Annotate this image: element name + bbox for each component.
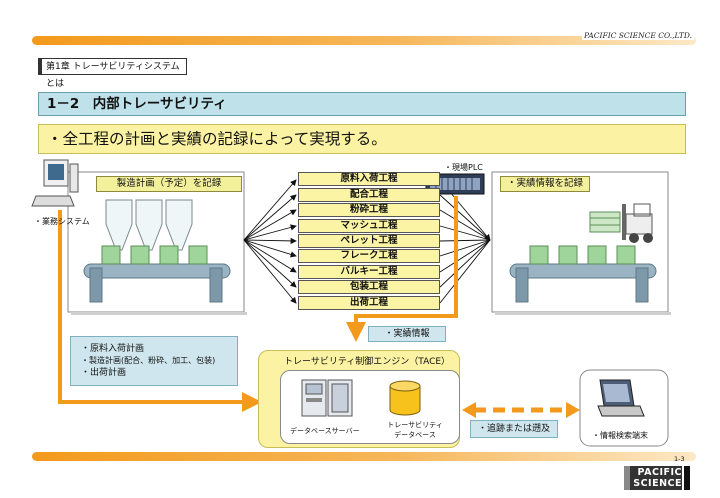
plan-item: ・出荷計画 [81, 368, 127, 378]
database-server-icon [301, 379, 353, 417]
conveyor-right [509, 245, 657, 303]
fan-arrows-right [439, 179, 491, 304]
slide-title: 1－2 内部トレーサビリティ [38, 92, 686, 116]
terminal-label: ・情報検索端末 [592, 431, 648, 440]
footer-bar [32, 452, 696, 461]
computer-icon [31, 159, 79, 207]
server-label: データベースサーバー [290, 427, 360, 435]
laptop-icon [597, 379, 645, 417]
trace-arrow [462, 402, 580, 418]
process-item: ペレット工程 [298, 234, 440, 248]
company-logo: PACIFIC SCIENCE [624, 466, 690, 490]
plc-label: ・現場PLC [444, 163, 483, 172]
process-item: 配合工程 [298, 188, 440, 202]
plan-item: ・原料入荷計画 [81, 344, 145, 354]
right-panel-label: ・実績情報を記録 [500, 176, 590, 192]
plan-item: ・製造計画(配合、粉砕、加工、包装) [81, 356, 216, 365]
process-item: 粉砕工程 [298, 203, 440, 217]
database-label: トレーサビリティ データベース [384, 420, 446, 440]
plans-box: ・原料入荷計画 ・製造計画(配合、粉砕、加工、包装) ・出荷計画 [70, 336, 238, 386]
process-item: 包装工程 [298, 280, 440, 294]
page-number: 1-3 [674, 455, 685, 463]
slide-subtitle: ・全工程の計画と実績の記録によって実現する。 [38, 124, 686, 154]
process-item: 出荷工程 [298, 296, 440, 310]
hopper-icons [105, 199, 193, 251]
chapter-label: 第1章 トレーサビリティシステムとは [38, 58, 187, 89]
header-bar [32, 36, 696, 45]
tace-icons [301, 379, 421, 417]
database-icon [389, 380, 421, 416]
process-item: 原料入荷工程 [298, 172, 440, 186]
company-name: PACIFIC SCIENCE CO.,LTD. [582, 31, 694, 40]
left-panel [67, 171, 247, 315]
right-panel [491, 171, 671, 315]
fan-arrows-left [243, 179, 297, 304]
process-item: バルキー工程 [298, 265, 440, 279]
actual-info-label: ・実績情報 [368, 326, 446, 342]
logo-stripe [624, 466, 630, 490]
logo-stripe [684, 466, 690, 490]
database-label-line2: データベース [394, 431, 436, 439]
process-item: フレーク工程 [298, 249, 440, 263]
left-panel-label: 製造計画（予定）を記録 [96, 176, 242, 192]
logo-line1: PACIFIC [637, 467, 682, 478]
tace-title: トレーサビリティ制御エンジン（TACE） [284, 357, 451, 367]
terminal-panel [579, 369, 669, 447]
forklift-icon [589, 203, 653, 243]
logo-line2: SCIENCE [633, 478, 682, 489]
logo-block [630, 466, 682, 490]
database-label-line1: トレーサビリティ [387, 421, 443, 429]
trace-label: ・追跡または遡及 [470, 420, 558, 438]
conveyor-left [83, 245, 231, 303]
orange-flow [58, 196, 458, 412]
business-system-label: ・業務システム [34, 217, 90, 226]
process-item: マッシュ工程 [298, 219, 440, 233]
